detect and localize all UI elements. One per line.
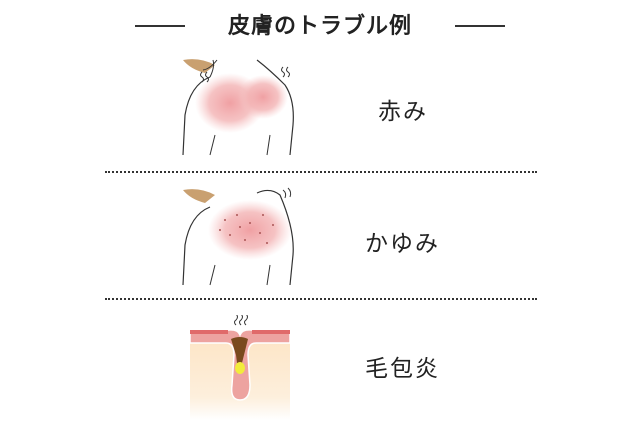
redness-shoulder-illustration [182,59,294,156]
title-line-left [135,25,185,27]
divider-dotted [105,298,537,300]
itchy-shoulder-illustration [182,187,294,286]
divider-dotted [105,171,537,173]
item-label-itch: かゆみ [365,231,440,257]
title-line-right [455,25,505,27]
page-title: 皮膚のトラブル例 [227,14,412,39]
item-label-redness: 赤み [378,99,428,125]
item-label-folliculitis: 毛包炎 [365,356,440,382]
folliculitis-cross-section-illustration [190,315,290,420]
